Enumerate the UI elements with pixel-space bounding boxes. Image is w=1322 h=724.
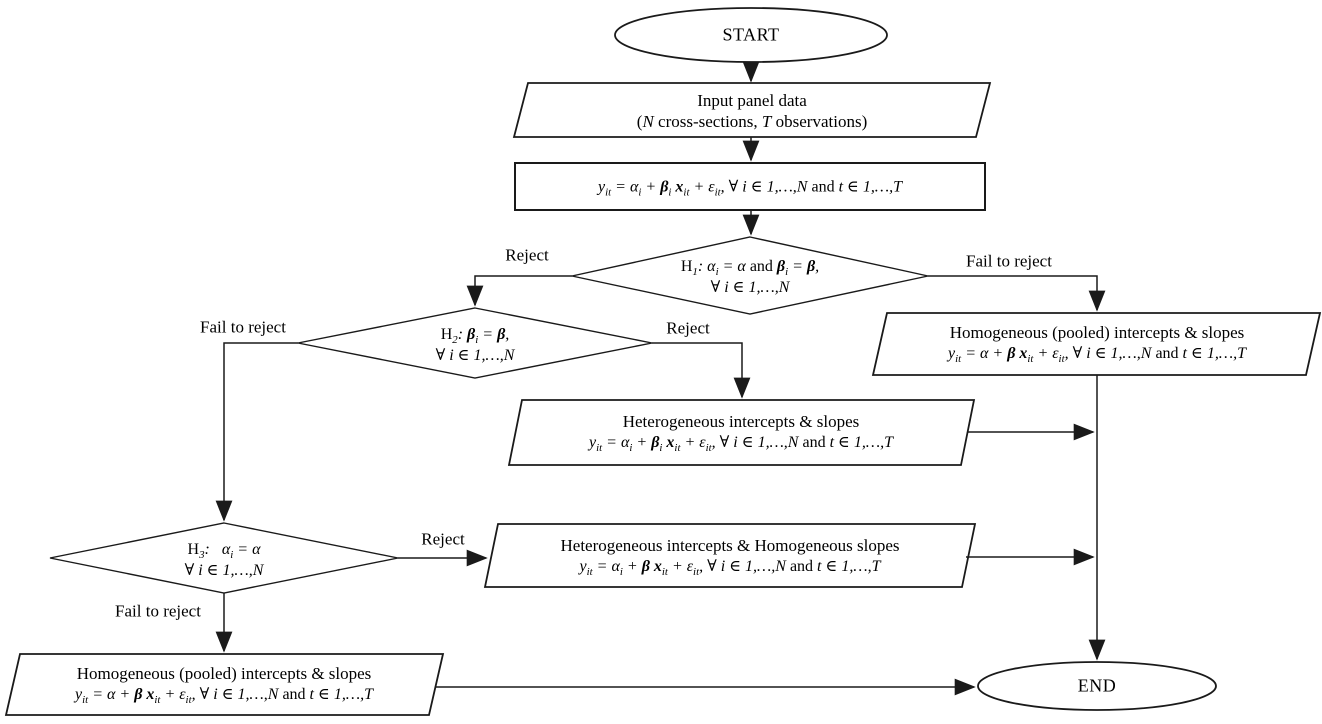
- connector-h1-reject-to-h2: [466, 275, 572, 307]
- end-label: END: [1077, 675, 1117, 696]
- h1-decision-diamond-shape: [571, 236, 929, 315]
- connector-h2-reject-to-heterogeneous: [652, 342, 751, 399]
- pooled-right-parallelogram-shape: [871, 312, 1322, 376]
- pooled-bottom-parallelogram-shape: [4, 653, 445, 716]
- het-hom-parallelogram-shape: [483, 523, 977, 588]
- h3-line1: H3: αi = α: [187, 541, 261, 562]
- connector-h2-fail-to-h3: [215, 342, 298, 522]
- het-hom-equation: yit = αi + β xit + εit, ∀ i ∈ 1,…,N and …: [579, 558, 881, 579]
- pooled-bottom-equation: yit = α + β xit + εit, ∀ i ∈ 1,…,N and t…: [75, 686, 373, 707]
- h2-decision-text: H2: βi = β, ∀ i ∈ 1,…,N: [436, 324, 515, 366]
- pooled-right-equation: yit = α + β xit + εit, ∀ i ∈ 1,…,N and t…: [948, 345, 1246, 366]
- pooled-right-title: Homogeneous (pooled) intercepts & slopes: [949, 323, 1245, 342]
- pooled-right-node-text: Homogeneous (pooled) intercepts & slopes…: [948, 322, 1246, 366]
- input-parallelogram-shape: [512, 82, 992, 138]
- h3-line2: ∀ i ∈ 1,…,N: [184, 562, 264, 579]
- model-equation-rect-shape: [514, 162, 986, 211]
- edge-label-h2-reject: Reject: [666, 318, 710, 338]
- pooled-bottom-title: Homogeneous (pooled) intercepts & slopes: [76, 664, 372, 683]
- pooled-bottom-node-text: Homogeneous (pooled) intercepts & slopes…: [75, 663, 373, 707]
- h2-line1: H2: βi = β,: [440, 326, 510, 347]
- h1-line2: ∀ i ∈ 1,…,N: [710, 279, 790, 296]
- heterogeneous-equation: yit = αi + βi xit + εit, ∀ i ∈ 1,…,N and…: [589, 434, 893, 455]
- edge-label-h1-fail-to-reject: Fail to reject: [966, 251, 1052, 271]
- connector-h1-fail-to-pooled-right: [928, 275, 1106, 312]
- h3-decision-text: H3: αi = α ∀ i ∈ 1,…,N: [185, 539, 264, 581]
- edge-label-h1-reject: Reject: [505, 245, 549, 265]
- edge-label-h3-fail-to-reject: Fail to reject: [115, 601, 201, 621]
- heterogeneous-title: Heterogeneous intercepts & slopes: [622, 412, 860, 431]
- h2-line2: ∀ i ∈ 1,…,N: [435, 347, 515, 364]
- heterogeneous-parallelogram-shape: [507, 399, 976, 466]
- input-line1: Input panel data: [697, 91, 807, 110]
- start-label: START: [722, 24, 780, 45]
- heterogeneous-node-text: Heterogeneous intercepts & slopes yit = …: [589, 411, 893, 455]
- h1-decision-text: H1: αi = α and βi = β, ∀ i ∈ 1,…,N: [681, 256, 819, 298]
- het-hom-node-text: Heterogeneous intercepts & Homogeneous s…: [560, 535, 900, 579]
- input-line2: (N cross-sections, T observations): [636, 112, 868, 131]
- h1-line1: H1: αi = α and βi = β,: [680, 258, 820, 279]
- h2-decision-diamond-shape: [297, 307, 653, 379]
- model-equation: yit = αi + βi xit + εit, ∀ i ∈ 1,…,N and…: [598, 178, 902, 199]
- input-node-text: Input panel data (N cross-sections, T ob…: [637, 90, 867, 132]
- edge-label-h3-reject: Reject: [421, 529, 465, 549]
- end-terminator-shape: [977, 661, 1217, 711]
- het-hom-title: Heterogeneous intercepts & Homogeneous s…: [560, 536, 900, 555]
- edge-label-h2-fail-to-reject: Fail to reject: [200, 317, 286, 337]
